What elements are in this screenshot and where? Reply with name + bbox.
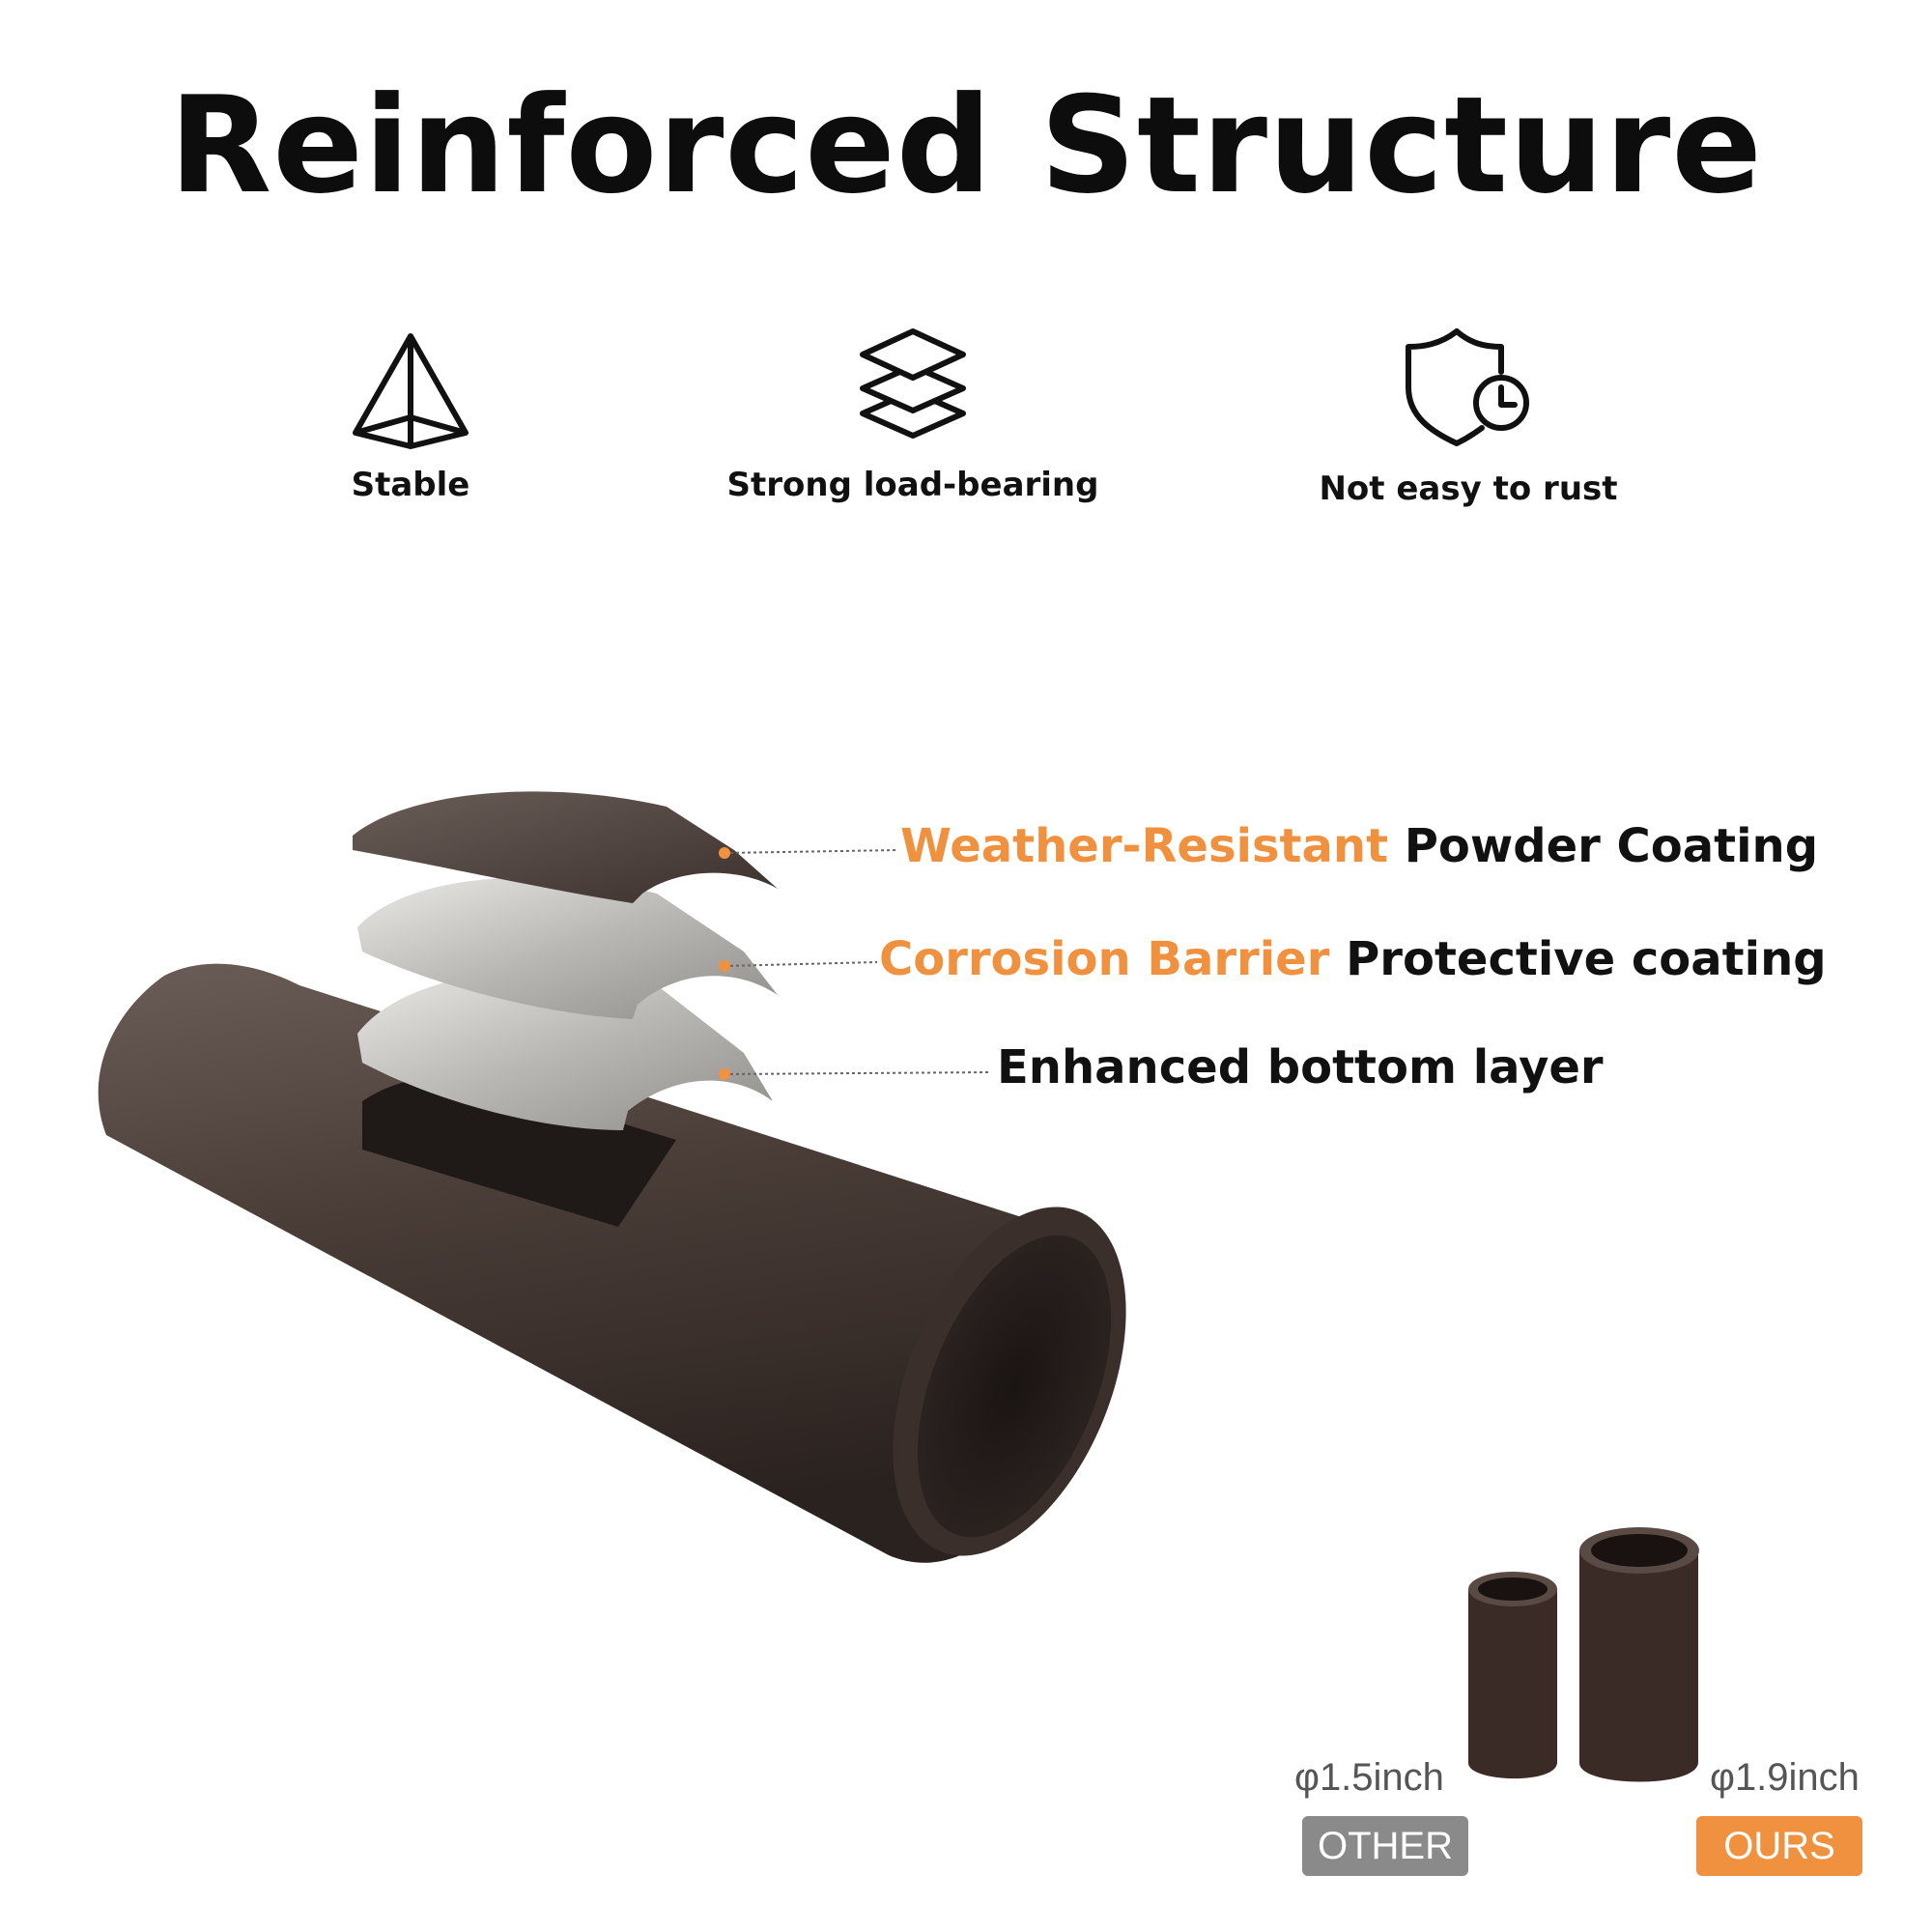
exposed-bottom-layer [362, 1077, 676, 1227]
other-badge: OTHER [1302, 1816, 1468, 1876]
layer-text: Protective coating [1329, 932, 1827, 986]
layer-label-powder-coating: Weather-Resistant Powder Coating [900, 819, 1818, 873]
feature-label-rust: Not easy to rust [1319, 469, 1618, 508]
feature-label-stable: Stable [351, 466, 470, 504]
layer-highlight: Corrosion Barrier [879, 932, 1330, 986]
ours-diameter-label: φ1.9inch [1710, 1756, 1860, 1799]
pyramid-icon [348, 328, 473, 454]
layer-text: Enhanced bottom layer [997, 1040, 1604, 1094]
middle-layer-piece [357, 877, 778, 1019]
main-tube [98, 963, 1126, 1563]
stacked-layers-icon [855, 324, 971, 449]
ours-badge: OURS [1696, 1816, 1862, 1876]
page-title: Reinforced Structure [169, 68, 1763, 223]
layer-label-protective-coating: Corrosion Barrier Protective coating [879, 932, 1827, 986]
shield-clock-icon [1401, 324, 1536, 449]
bottom-layer-piece [357, 971, 773, 1130]
layer-text: Powder Coating [1388, 819, 1819, 873]
feature-label-load-bearing: Strong load-bearing [726, 466, 1099, 504]
ours-tube [1579, 1527, 1699, 1782]
other-tube [1468, 1572, 1557, 1779]
top-coating-piece [353, 791, 778, 903]
layer-label-bottom-layer: Enhanced bottom layer [997, 1040, 1604, 1094]
layer-highlight: Weather-Resistant [900, 819, 1389, 873]
other-diameter-label: φ1.5inch [1294, 1756, 1444, 1799]
